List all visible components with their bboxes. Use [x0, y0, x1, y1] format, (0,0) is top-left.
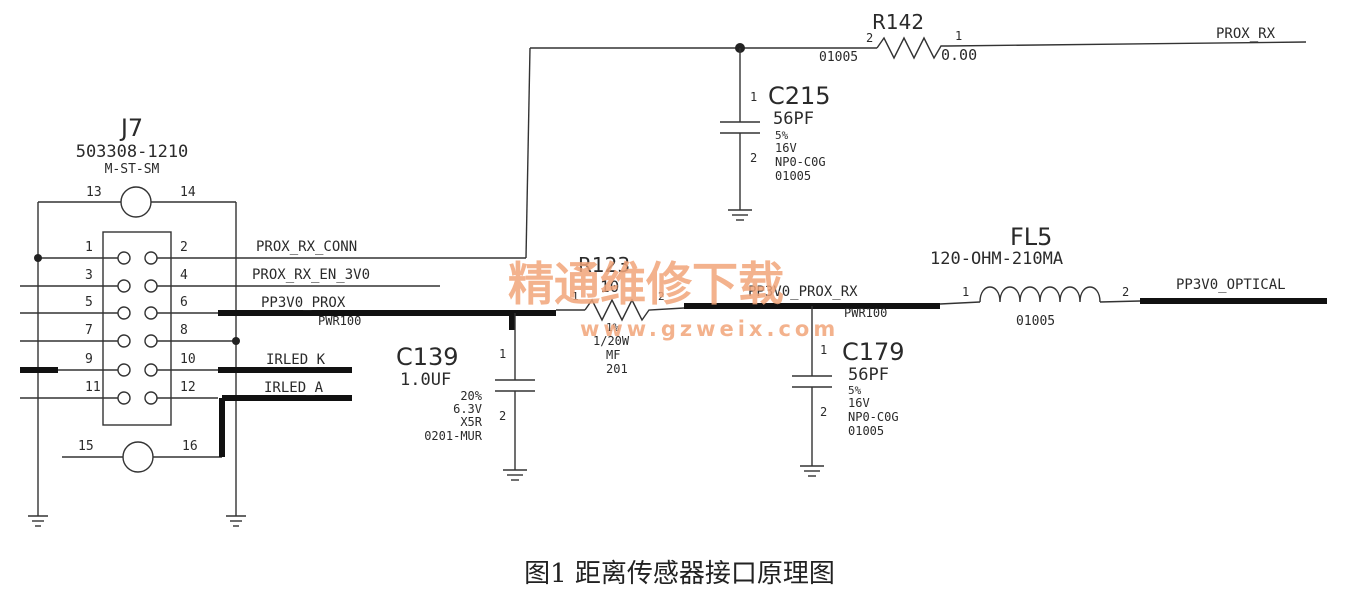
j7-pin-16: 16 — [182, 439, 198, 454]
r123-ref: R123 — [578, 253, 630, 277]
svg-text:1: 1 — [572, 290, 579, 303]
svg-text:MF: MF — [606, 348, 620, 362]
r123-value: 10 — [600, 277, 619, 296]
c215-ref: C215 — [768, 82, 831, 110]
svg-text:12: 12 — [180, 380, 196, 395]
svg-text:1: 1 — [499, 347, 506, 361]
net-pwr100-b: PWR100 — [844, 306, 887, 320]
j7-package: M-ST-SM — [105, 162, 160, 177]
j7-pin-row-5: 9 10 — [58, 352, 218, 377]
svg-text:1: 1 — [85, 240, 93, 255]
net-pwr100-a: PWR100 — [318, 314, 361, 328]
j7-pin-row-4: 7 8 — [20, 323, 236, 348]
svg-text:1: 1 — [750, 90, 757, 104]
j7-body — [102, 231, 172, 426]
net-pp3v0-prox: PP3V0_PROX — [261, 295, 346, 311]
net-irled-k: IRLED_K — [266, 352, 326, 368]
svg-text:1: 1 — [962, 285, 969, 299]
j7-ref: J7 — [119, 114, 143, 142]
svg-text:1%: 1% — [606, 321, 620, 334]
power-buses — [20, 298, 1327, 457]
net-prox-rx-conn: PROX_RX_CONN — [256, 239, 357, 255]
svg-text:20%: 20% — [460, 389, 482, 403]
svg-text:1/20W: 1/20W — [593, 334, 630, 348]
svg-text:2: 2 — [499, 409, 506, 423]
svg-text:01005: 01005 — [775, 169, 811, 183]
capacitor-c139: 1 2 C139 1.0UF 20% 6.3V X5R 0201-MUR — [396, 313, 535, 481]
svg-text:0201-MUR: 0201-MUR — [424, 429, 483, 443]
j7-pin-row-1: 1 2 — [38, 240, 526, 265]
svg-text:2: 2 — [658, 290, 665, 303]
svg-text:8: 8 — [180, 323, 188, 338]
r142-value: 0.00 — [941, 46, 977, 64]
svg-text:3: 3 — [85, 268, 93, 283]
connector-j7: J7 503308-1210 M-ST-SM 13 14 1 2 3 4 — [20, 114, 526, 516]
svg-text:4: 4 — [180, 268, 188, 283]
net-prox-rx-en: PROX_RX_EN_3V0 — [252, 267, 370, 283]
svg-text:6.3V: 6.3V — [453, 402, 482, 416]
watermark-cn: 精通维修下载 — [508, 257, 784, 311]
svg-text:01005: 01005 — [848, 424, 884, 438]
j7-mount-bottom — [122, 441, 154, 473]
net-pp3v0-prox-rx: PP3V0_PROX_RX — [748, 284, 858, 300]
svg-text:2: 2 — [1122, 285, 1129, 299]
j7-pin-row-2: 3 4 — [20, 268, 440, 293]
j7-mount-top — [120, 186, 152, 218]
c215-value: 56PF — [773, 109, 814, 129]
fl5-package: 01005 — [1016, 314, 1055, 329]
svg-text:X5R: X5R — [460, 415, 482, 429]
capacitor-c179: 1 2 C179 56PF 5% 16V NP0-C0G 01005 — [792, 306, 905, 477]
svg-text:6: 6 — [180, 295, 188, 310]
resistor-r123: R123 10 1 2 1% 1/20W MF 201 — [556, 253, 685, 376]
svg-text:5%: 5% — [848, 384, 862, 397]
net-labels: PROX_RX_CONN PROX_RX_EN_3V0 PP3V0_PROX P… — [252, 26, 1286, 396]
svg-text:10: 10 — [180, 352, 196, 367]
ground-symbol — [226, 515, 246, 527]
net-pp3v0-optical: PP3V0_OPTICAL — [1176, 277, 1286, 293]
ground-symbol — [28, 515, 48, 527]
svg-text:NP0-C0G: NP0-C0G — [848, 410, 899, 424]
svg-text:5: 5 — [85, 295, 93, 310]
svg-text:1: 1 — [820, 343, 827, 357]
svg-text:2: 2 — [866, 31, 873, 45]
watermark: 精通维修下载 www.gzweix.com — [508, 257, 839, 341]
svg-text:NP0-C0G: NP0-C0G — [775, 155, 826, 169]
svg-text:201: 201 — [606, 362, 628, 376]
net-prox-rx: PROX_RX — [1216, 26, 1276, 42]
c179-value: 56PF — [848, 365, 889, 385]
svg-text:9: 9 — [85, 352, 93, 367]
filter-fl5: FL5 120-OHM-210MA 1 2 01005 — [930, 223, 1141, 329]
fl5-value: 120-OHM-210MA — [930, 249, 1063, 269]
svg-text:5%: 5% — [775, 129, 789, 142]
svg-text:11: 11 — [85, 380, 101, 395]
j7-pin-15: 15 — [78, 439, 94, 454]
c139-ref: C139 — [396, 343, 459, 371]
svg-text:16V: 16V — [848, 396, 870, 410]
r142-package: 01005 — [819, 50, 858, 65]
svg-text:2: 2 — [180, 240, 188, 255]
svg-text:7: 7 — [85, 323, 93, 338]
net-irled-a: IRLED_A — [264, 380, 324, 396]
resistor-r142: R142 2 1 01005 0.00 — [819, 10, 977, 65]
j7-pin-13: 13 — [86, 185, 102, 200]
j7-part: 503308-1210 — [76, 142, 189, 162]
svg-text:2: 2 — [750, 151, 757, 165]
fl5-ref: FL5 — [1010, 223, 1052, 251]
prox-rx-trace — [525, 41, 1307, 259]
figure-caption: 图1 距离传感器接口原理图 — [524, 559, 835, 589]
j7-pin-row-3: 5 6 — [20, 295, 218, 320]
svg-text:16V: 16V — [775, 141, 797, 155]
c179-ref: C179 — [842, 338, 905, 366]
capacitor-c215: 1 2 C215 56PF 5% 16V NP0-C0G 01005 — [720, 48, 831, 221]
j7-pin-row-6: 11 12 — [20, 380, 218, 405]
j7-pin-14: 14 — [180, 185, 196, 200]
r142-ref: R142 — [872, 10, 924, 34]
svg-text:1: 1 — [955, 29, 962, 43]
c139-value: 1.0UF — [400, 370, 451, 390]
svg-text:2: 2 — [820, 405, 827, 419]
watermark-url: www.gzweix.com — [580, 317, 839, 341]
